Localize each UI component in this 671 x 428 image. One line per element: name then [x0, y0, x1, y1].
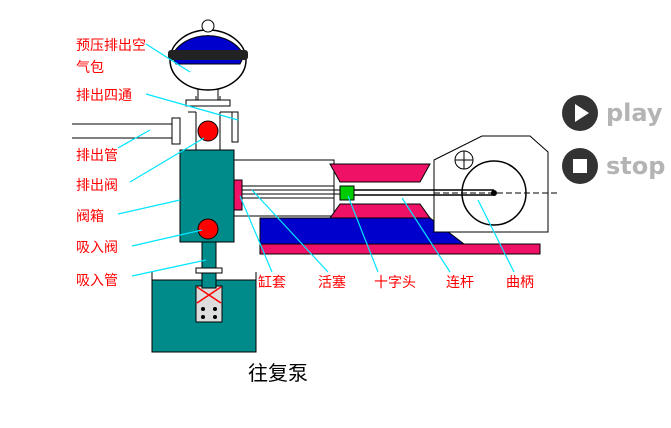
tank-rim: [151, 272, 257, 280]
label-suction-valve: 吸入阀: [76, 240, 118, 256]
leader-suction-valve: [131, 229, 203, 247]
leader-discharge-pipe: [117, 129, 151, 149]
gear-small-cross: [455, 151, 473, 169]
connecting-rod: [354, 189, 494, 196]
leader-cylinder-liner: [239, 195, 273, 273]
leader-air-chamber: [145, 43, 191, 73]
cross-flange-top: [185, 99, 231, 107]
leader-discharge-cross: [145, 93, 239, 121]
stop-label: stop: [606, 152, 666, 180]
label-discharge-cross: 排出四通: [76, 88, 132, 104]
label-piston: 活塞: [318, 274, 346, 291]
cross-flange-right: [231, 111, 239, 143]
piston-rod: [242, 189, 346, 195]
frame-base-pink: [259, 243, 541, 255]
crosshead-block: [339, 185, 355, 201]
play-button[interactable]: play: [562, 95, 663, 131]
leader-piston: [251, 189, 329, 273]
leader-lines: [117, 43, 515, 277]
stop-button[interactable]: stop: [562, 148, 665, 184]
air-chamber-band: [168, 50, 248, 60]
leader-connecting-rod: [401, 197, 451, 273]
label-air-chamber-line2: 气包: [76, 60, 104, 76]
label-cylinder-liner: 缸套: [258, 274, 286, 291]
leader-valve-box: [117, 199, 181, 215]
label-crank: 曲柄: [506, 275, 534, 291]
strainer-hole: [201, 307, 205, 311]
strainer-hole: [213, 307, 217, 311]
label-suction-pipe: 吸入管: [76, 273, 118, 289]
strainer-cross: [196, 286, 222, 304]
label-crosshead: 十字头: [374, 275, 416, 291]
stop-icon: [562, 148, 598, 184]
discharge-pipe-flange: [171, 117, 181, 145]
leader-crank: [477, 199, 515, 273]
crosshead-guide-bottom: [329, 203, 431, 219]
strainer: [195, 285, 223, 323]
cylinder-liner: [233, 179, 243, 211]
label-air-chamber-line1: 预压排出空: [76, 38, 146, 54]
discharge-cross-pipe: [188, 96, 236, 150]
leader-discharge-valve: [129, 137, 205, 183]
discharge-valve-ball: [197, 120, 219, 142]
play-icon: [562, 95, 598, 131]
suction-pipe: [201, 237, 217, 289]
piston-rod-bore: [241, 185, 335, 199]
leader-suction-pipe: [131, 259, 207, 277]
strainer-hole: [201, 315, 205, 319]
label-valve-box: 阀箱: [76, 209, 104, 225]
label-discharge-valve: 排出阀: [76, 178, 118, 194]
label-connecting-rod: 连杆: [446, 275, 474, 291]
discharge-pipe-horizontal: [72, 123, 180, 139]
crosshead-guide-top: [329, 163, 431, 183]
suction-pipe-flange: [195, 267, 223, 274]
play-label: play: [606, 99, 663, 127]
leader-crosshead: [347, 195, 379, 273]
strainer-hole: [213, 315, 217, 319]
suction-valve-ball: [197, 218, 219, 240]
label-discharge-pipe: 排出管: [76, 148, 118, 164]
diagram-caption: 往复泵: [248, 361, 308, 385]
air-chamber-knob: [201, 19, 215, 33]
